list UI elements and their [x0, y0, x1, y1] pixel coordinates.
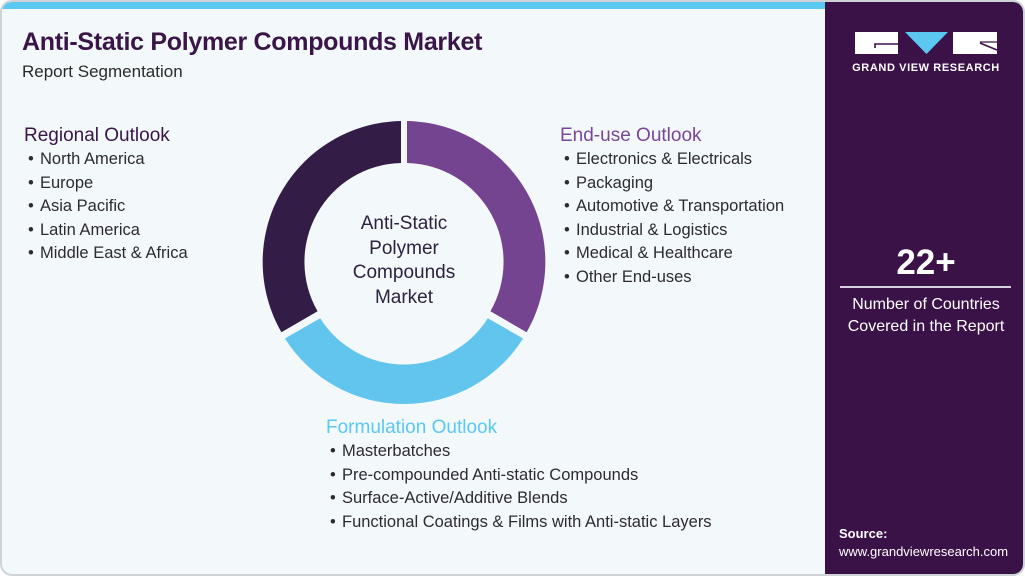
- bullet-icon: •: [28, 173, 34, 192]
- bullet-icon: •: [330, 465, 336, 484]
- segmentation-donut-chart: [262, 121, 546, 405]
- list-item: •Automotive & Transportation: [560, 195, 784, 219]
- stat-divider: [840, 286, 1011, 288]
- formulation-outlook-list: •Masterbatches •Pre-compounded Anti-stat…: [326, 440, 712, 534]
- list-item: •Masterbatches: [326, 440, 712, 464]
- bullet-icon: •: [28, 197, 34, 215]
- list-item: •Latin America: [24, 219, 188, 243]
- bullet-icon: •: [28, 220, 34, 239]
- list-item: •Pre-compounded Anti-static Compounds: [326, 464, 712, 488]
- bullet-icon: •: [564, 197, 570, 215]
- bullet-icon: •: [330, 512, 336, 531]
- list-item: •Medical & Healthcare: [560, 242, 784, 266]
- bullet-icon: •: [330, 442, 336, 460]
- donut-slice-formulation: [284, 318, 524, 405]
- countries-count: 22+: [896, 243, 956, 282]
- regional-outlook-heading: Regional Outlook: [24, 125, 170, 146]
- grand-view-research-logo-icon: [855, 32, 997, 54]
- bullet-icon: •: [564, 150, 570, 168]
- list-item: •Functional Coatings & Films with Anti-s…: [326, 511, 712, 535]
- source-label: Source:: [839, 526, 888, 541]
- bullet-icon: •: [564, 220, 570, 239]
- formulation-outlook-heading: Formulation Outlook: [326, 417, 498, 438]
- list-item: •Other End-uses: [560, 266, 784, 290]
- list-item: •Industrial & Logistics: [560, 219, 784, 243]
- list-item: •Electronics & Electricals: [560, 148, 784, 172]
- list-item: •Asia Pacific: [24, 195, 188, 219]
- page-subtitle: Report Segmentation: [22, 62, 183, 81]
- bullet-icon: •: [564, 267, 570, 286]
- regional-outlook-list: •North America •Europe •Asia Pacific •La…: [24, 148, 188, 266]
- enduse-outlook-section: End-use Outlook •Electronics & Electrica…: [560, 124, 784, 289]
- bullet-icon: •: [564, 244, 570, 262]
- brand-name: GRAND VIEW RESEARCH: [852, 62, 1000, 74]
- bullet-icon: •: [28, 150, 34, 168]
- regional-outlook-section: Regional Outlook •North America •Europe …: [24, 124, 188, 266]
- bullet-icon: •: [28, 244, 34, 262]
- donut-slice-regional: [262, 121, 401, 333]
- list-item: •North America: [24, 148, 188, 172]
- enduse-outlook-list: •Electronics & Electricals •Packaging •A…: [560, 148, 784, 289]
- list-item: •Packaging: [560, 172, 784, 196]
- formulation-outlook-section: Formulation Outlook •Masterbatches •Pre-…: [326, 416, 712, 534]
- bullet-icon: •: [330, 489, 336, 507]
- list-item: •Europe: [24, 172, 188, 196]
- source-url-link[interactable]: www.grandviewresearch.com: [839, 544, 1009, 559]
- donut-slice-enduse: [407, 121, 546, 333]
- donut-center-label: Anti-Static Polymer Compounds Market: [352, 213, 456, 308]
- page-title: Anti-Static Polymer Compounds Market: [22, 28, 483, 56]
- enduse-outlook-heading: End-use Outlook: [560, 125, 702, 146]
- list-item: •Middle East & Africa: [24, 242, 188, 266]
- side-panel: GRAND VIEW RESEARCH 22+ Number of Countr…: [825, 2, 1023, 574]
- top-accent-bar: [2, 2, 825, 9]
- countries-label: Number of Countries Covered in the Repor…: [847, 296, 1005, 335]
- list-item: •Surface-Active/Additive Blends: [326, 487, 712, 511]
- bullet-icon: •: [564, 173, 570, 192]
